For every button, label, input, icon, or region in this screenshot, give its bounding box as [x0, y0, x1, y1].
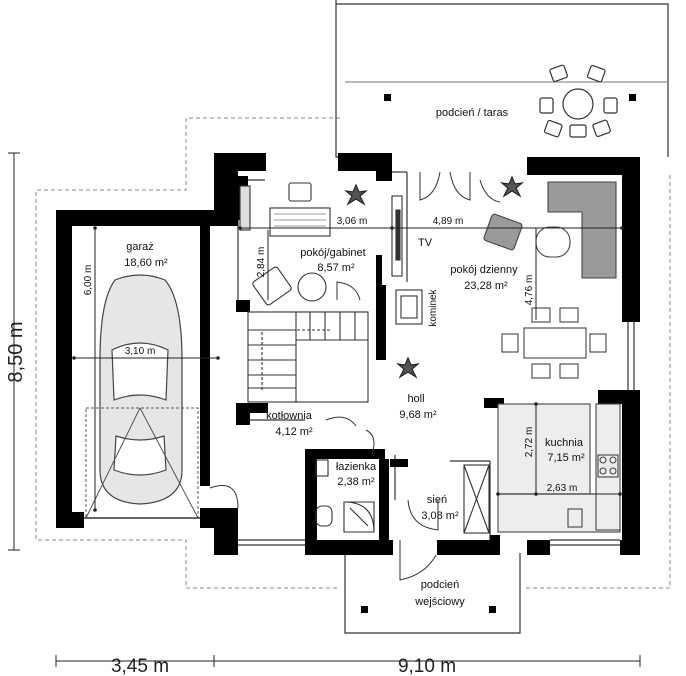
taras-label: podcień / taras: [436, 107, 509, 119]
holl-name: holl: [407, 393, 424, 405]
gabinet-dim-v: 2,84 m: [256, 247, 267, 278]
holl-area: 9,68 m²: [399, 409, 437, 421]
garaz-name: garaż: [126, 241, 154, 253]
pillars: [361, 94, 636, 613]
office-furniture: [239, 182, 331, 306]
wejscie-name-2: wejściowy: [414, 596, 465, 608]
living-room-furniture: [483, 181, 617, 379]
terrace-table-icon: [539, 64, 618, 138]
wejscie-name-1: podcień: [421, 579, 460, 591]
kuchnia-name: kuchnia: [545, 437, 584, 449]
lazienka-name: łazienka: [336, 461, 377, 473]
garaz-dim-v: 6,00 m: [83, 265, 94, 296]
kuchnia-area: 7,15 m²: [547, 452, 585, 464]
garaz-area: 18,60 m²: [124, 257, 168, 269]
kotlownia-area: 4,12 m²: [275, 426, 313, 438]
doors: [209, 171, 501, 581]
gabinet-dim-h: 3,06 m: [337, 216, 368, 227]
dzienny-area: 23,28 m²: [464, 280, 508, 292]
gabinet-area: 8,57 m²: [317, 262, 355, 274]
walls: [56, 153, 640, 555]
overall-width-right-label: 9,10 m: [398, 656, 456, 676]
roof-outline: [35, 117, 671, 589]
plant-icon: [343, 175, 525, 379]
gabinet-name: pokój/gabinet: [300, 247, 365, 259]
kuchnia-dim-h: 2,63 m: [547, 483, 578, 494]
overall-width-left-label: 3,45 m: [111, 656, 169, 676]
hall-wardrobe: [463, 464, 490, 534]
dimension-ticks: [72, 226, 624, 512]
tv-label: TV: [418, 237, 433, 249]
overall-height-label: 8,50 m: [5, 321, 27, 382]
kitchen-furniture: [497, 403, 621, 533]
kotlownia-name: kotłownia: [266, 410, 313, 422]
dzienny-name: pokój dzienny: [450, 264, 518, 276]
garaz-dim-h: 3,10 m: [125, 346, 156, 357]
lazienka-area: 2,38 m²: [337, 476, 375, 488]
tv-and-fireplace: [391, 195, 423, 325]
kuchnia-dim-v: 2,72 m: [524, 427, 535, 458]
kominek-label: kominek: [428, 288, 439, 326]
bathroom-fixtures: [315, 459, 375, 533]
thin-walls: [237, 171, 635, 546]
porch-outlines: [335, 0, 669, 634]
dzienny-dim-h: 4,89 m: [433, 216, 464, 227]
car-icon: [99, 274, 183, 505]
sien-name: sień: [427, 494, 447, 506]
dzienny-dim-v: 4,76 m: [524, 275, 535, 306]
sien-area: 3,08 m²: [421, 510, 459, 522]
dimension-lines: [8, 152, 641, 667]
stairs: [247, 311, 369, 403]
